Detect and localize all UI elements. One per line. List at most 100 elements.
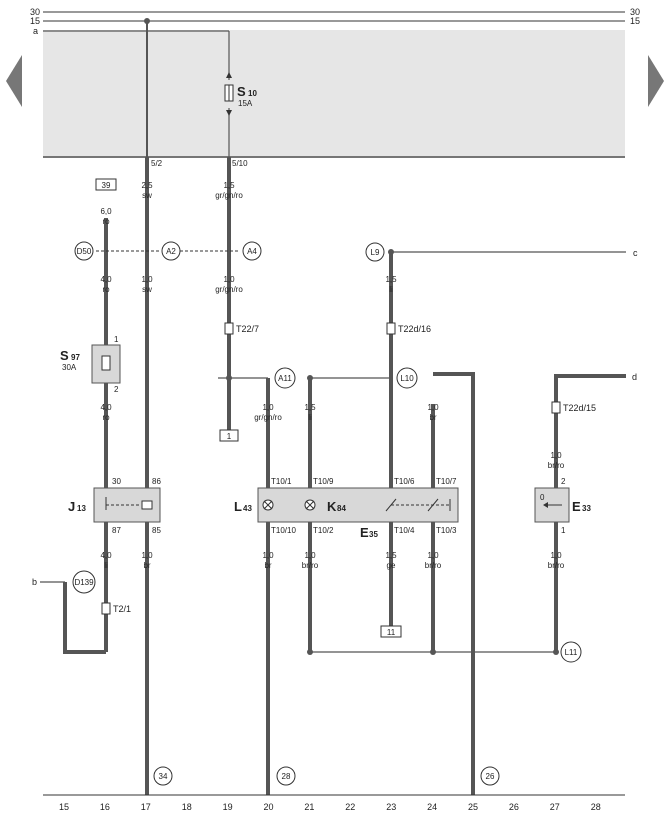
- svg-text:L10: L10: [400, 374, 414, 383]
- svg-text:sw: sw: [142, 285, 152, 294]
- svg-text:1,0: 1,0: [304, 551, 316, 560]
- svg-text:li: li: [389, 285, 393, 294]
- svg-text:85: 85: [152, 526, 161, 535]
- node-l9: L9: [365, 242, 385, 262]
- svg-text:D139: D139: [74, 578, 94, 587]
- svg-text:87: 87: [112, 526, 121, 535]
- svg-text:J: J: [68, 499, 75, 514]
- ref-b: b: [32, 577, 37, 587]
- svg-text:84: 84: [337, 504, 346, 513]
- svg-text:br/ro: br/ro: [548, 561, 565, 570]
- rail-15-label-left: 15: [30, 16, 40, 26]
- svg-text:1,5: 1,5: [385, 275, 397, 284]
- svg-text:T22d/15: T22d/15: [563, 403, 596, 413]
- svg-text:S: S: [60, 348, 69, 363]
- node-l10: L10: [396, 367, 418, 389]
- column-number: 17: [141, 802, 151, 812]
- svg-text:br: br: [429, 413, 436, 422]
- svg-text:gr/gn/ro: gr/gn/ro: [215, 191, 243, 200]
- svg-text:30A: 30A: [62, 363, 77, 372]
- svg-text:T10/6: T10/6: [394, 477, 415, 486]
- column-number: 23: [386, 802, 396, 812]
- column-number: 25: [468, 802, 478, 812]
- svg-text:li: li: [308, 413, 312, 422]
- node-a2: A2: [161, 241, 181, 261]
- svg-text:br: br: [264, 561, 271, 570]
- svg-text:L9: L9: [371, 248, 380, 257]
- svg-text:sw: sw: [142, 191, 152, 200]
- svg-text:T10/2: T10/2: [313, 526, 334, 535]
- rail-15-label-right: 15: [630, 16, 640, 26]
- svg-text:97: 97: [71, 353, 80, 362]
- svg-text:4,0: 4,0: [100, 275, 112, 284]
- rail-a-label: a: [33, 26, 38, 36]
- column-number: 16: [100, 802, 110, 812]
- svg-text:34: 34: [159, 772, 168, 781]
- svg-text:1: 1: [227, 432, 232, 441]
- svg-text:T10/1: T10/1: [271, 477, 292, 486]
- fuse-panel: [43, 30, 625, 158]
- svg-text:15A: 15A: [238, 99, 253, 108]
- column-number: 15: [59, 802, 69, 812]
- svg-text:ro: ro: [102, 413, 110, 422]
- ref-d: d: [632, 372, 637, 382]
- svg-text:K: K: [327, 499, 337, 514]
- rail-30-label-left: 30: [30, 7, 40, 17]
- svg-text:1,5: 1,5: [304, 403, 316, 412]
- ref-c: c: [633, 248, 638, 258]
- svg-text:1,0: 1,0: [141, 275, 153, 284]
- svg-text:4,0: 4,0: [100, 551, 112, 560]
- column-number: 22: [345, 802, 355, 812]
- svg-text:1,0: 1,0: [223, 275, 235, 284]
- relay-j13: 30 86 87 85 J 13: [68, 477, 161, 535]
- node-a11: A11: [274, 367, 296, 389]
- column-number: 24: [427, 802, 437, 812]
- svg-text:T10/9: T10/9: [313, 477, 334, 486]
- fuse-s97: 1 2 S 97 30A: [60, 335, 121, 394]
- svg-text:T10/4: T10/4: [394, 526, 415, 535]
- svg-text:6,0: 6,0: [100, 207, 112, 216]
- svg-text:30: 30: [112, 477, 121, 486]
- svg-text:L11: L11: [565, 648, 578, 657]
- svg-text:1,0: 1,0: [141, 551, 153, 560]
- node-28: 28: [276, 766, 296, 786]
- svg-text:T22/7: T22/7: [236, 324, 259, 334]
- node-26: 26: [480, 766, 500, 786]
- svg-text:4,0: 4,0: [100, 403, 112, 412]
- svg-text:br/ro: br/ro: [302, 561, 319, 570]
- box-11: 11: [380, 625, 402, 638]
- conn-5-2: 5/2: [151, 159, 163, 168]
- svg-text:gr/gn/ro: gr/gn/ro: [215, 285, 243, 294]
- switch-block-e35: T10/1 T10/9 T10/6 T10/7 T10/10 T10/2 T10…: [234, 477, 459, 540]
- svg-text:ro: ro: [102, 217, 110, 226]
- svg-text:1,5: 1,5: [385, 551, 397, 560]
- conn-5-10: 5/10: [232, 159, 248, 168]
- switch-e33: 0 2 1 E 33: [534, 477, 591, 535]
- column-number: 28: [591, 802, 601, 812]
- svg-text:2: 2: [561, 477, 566, 486]
- column-number: 26: [509, 802, 519, 812]
- svg-text:br: br: [143, 561, 150, 570]
- column-number: 20: [263, 802, 273, 812]
- svg-text:1: 1: [114, 335, 119, 344]
- svg-text:1,0: 1,0: [427, 551, 439, 560]
- svg-text:33: 33: [582, 504, 591, 513]
- svg-text:T22d/16: T22d/16: [398, 324, 431, 334]
- column-number: 21: [304, 802, 314, 812]
- column-number: 19: [223, 802, 233, 812]
- svg-text:ro: ro: [102, 285, 110, 294]
- conn-t22d-16: T22d/16: [386, 322, 431, 335]
- rail-30-label-right: 30: [630, 7, 640, 17]
- svg-text:10: 10: [248, 89, 257, 98]
- node-d139: D139: [72, 570, 96, 594]
- svg-text:0: 0: [540, 493, 545, 502]
- next-page-arrow[interactable]: [648, 55, 664, 107]
- prev-page-arrow[interactable]: [6, 55, 22, 107]
- svg-text:T2/1: T2/1: [113, 604, 131, 614]
- node-l11: L11: [560, 641, 582, 663]
- node-d50: D50: [74, 241, 94, 261]
- svg-text:13: 13: [77, 504, 86, 513]
- svg-text:gr/gn/ro: gr/gn/ro: [254, 413, 282, 422]
